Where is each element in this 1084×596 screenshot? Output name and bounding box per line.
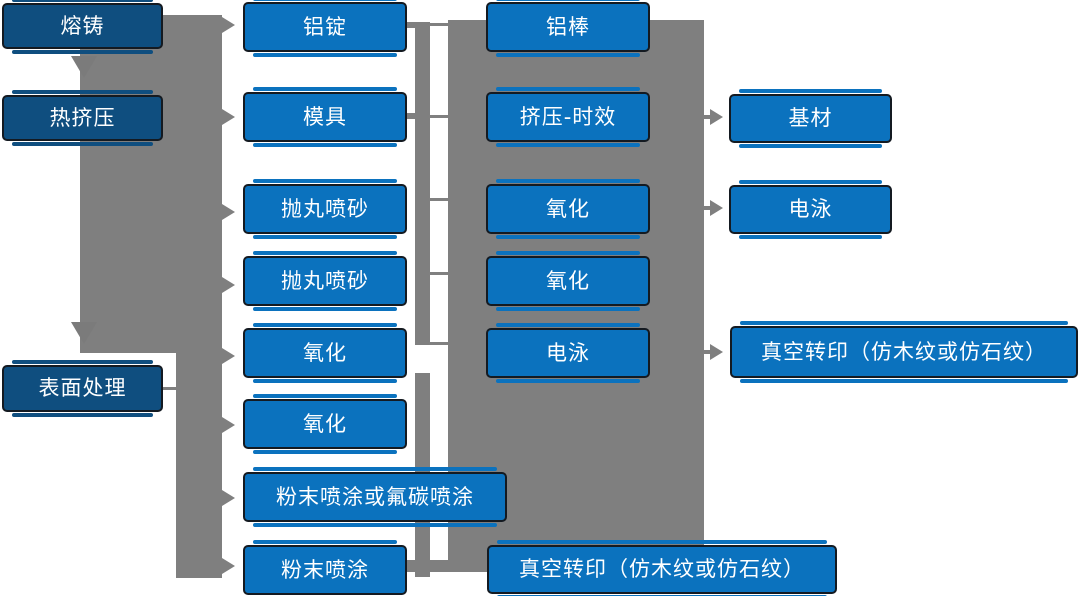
connector-thin-row1	[429, 23, 449, 26]
connector-stub-electrophoresis4	[703, 206, 711, 210]
arrow-to-powder-coating	[222, 558, 235, 574]
node-mold: 模具	[243, 87, 407, 147]
node-electrophoresis-1: 电泳	[486, 323, 650, 383]
node-surface-treatment: 表面处理	[2, 360, 163, 417]
connector-left-trunk-lower	[176, 353, 222, 578]
node-label: 铝锭	[303, 14, 347, 39]
node-melting-casting: 熔铸	[2, 0, 163, 54]
node-label: 表面处理	[38, 376, 127, 400]
connector-stub-vacuum-transfer	[703, 350, 711, 354]
node-oxidation-1: 氧化	[243, 323, 407, 383]
node-label: 氧化	[303, 411, 347, 436]
node-powder-or-fluorocarbon-coating: 粉末喷涂或氟碳喷涂	[243, 467, 507, 527]
connector-stub-substrate	[703, 115, 711, 119]
node-label: 氧化	[546, 268, 590, 293]
node-label: 电泳	[788, 197, 833, 221]
node-extrusion-aging: 挤压-时效	[486, 87, 650, 147]
node-oxidation-4: 氧化	[486, 251, 650, 311]
arrow-to-mold	[222, 109, 235, 125]
arrow-to-powder-or-fluorocarbon	[222, 490, 235, 506]
connector-stub-aluminum-ingot	[407, 22, 416, 28]
node-label: 粉末喷涂或氟碳喷涂	[276, 484, 474, 509]
node-powder-coating: 粉末喷涂	[243, 540, 407, 595]
node-shot-blasting-2: 抛丸喷砂	[243, 251, 407, 311]
node-label: 挤压-时效	[519, 104, 617, 129]
node-label: 熔铸	[60, 13, 105, 38]
connector-thin-row2	[429, 115, 449, 118]
arrow-to-substrate	[710, 109, 723, 125]
arrow-to-shot-blasting-2	[222, 277, 235, 293]
arrow-to-vacuum-transfer-right	[710, 344, 723, 360]
arrow-down-to-surface-treatment	[71, 322, 97, 344]
connector-mid-bar-upper	[415, 22, 430, 345]
node-label: 抛丸喷砂	[281, 268, 369, 293]
connector-stub-mold	[407, 113, 416, 119]
connector-thin-row5	[429, 342, 449, 345]
node-label: 基材	[788, 106, 833, 130]
arrow-to-shot-blasting-1	[222, 204, 235, 220]
node-hot-extrusion: 热挤压	[2, 90, 163, 146]
node-oxidation-2: 氧化	[243, 394, 407, 454]
node-oxidation-3: 氧化	[486, 179, 650, 239]
node-aluminum-ingot: 铝锭	[243, 0, 407, 57]
node-label: 氧化	[303, 340, 347, 365]
node-label: 电泳	[546, 340, 590, 365]
connector-surface-treatment-line	[162, 387, 178, 390]
node-label: 真空转印（仿木纹或仿石纹）	[761, 339, 1047, 364]
node-label: 真空转印（仿木纹或仿石纹）	[519, 557, 805, 581]
node-label: 模具	[303, 104, 347, 129]
node-label: 热挤压	[49, 105, 116, 130]
connector-thin-row4	[429, 272, 449, 275]
connector-thin-row3	[429, 198, 449, 201]
arrow-to-aluminum-ingot	[222, 17, 235, 33]
connector-left-trunk	[80, 15, 222, 353]
node-label: 粉末喷涂	[281, 557, 369, 582]
arrow-to-oxidation-2	[222, 417, 235, 433]
arrow-to-electrophoresis-right	[710, 200, 723, 216]
node-label: 氧化	[546, 196, 590, 221]
node-vacuum-transfer-right: 真空转印（仿木纹或仿石纹）	[730, 321, 1078, 383]
node-electrophoresis-2: 电泳	[729, 180, 892, 239]
node-label: 铝棒	[546, 14, 590, 39]
node-label: 抛丸喷砂	[281, 196, 369, 221]
arrow-down-to-hot-extrusion	[71, 56, 97, 78]
node-aluminum-rod: 铝棒	[486, 0, 650, 57]
node-vacuum-transfer-bottom: 真空转印（仿木纹或仿石纹）	[487, 540, 837, 596]
arrow-to-oxidation-1	[222, 348, 235, 364]
node-shot-blasting-1: 抛丸喷砂	[243, 179, 407, 239]
node-substrate: 基材	[729, 89, 892, 148]
